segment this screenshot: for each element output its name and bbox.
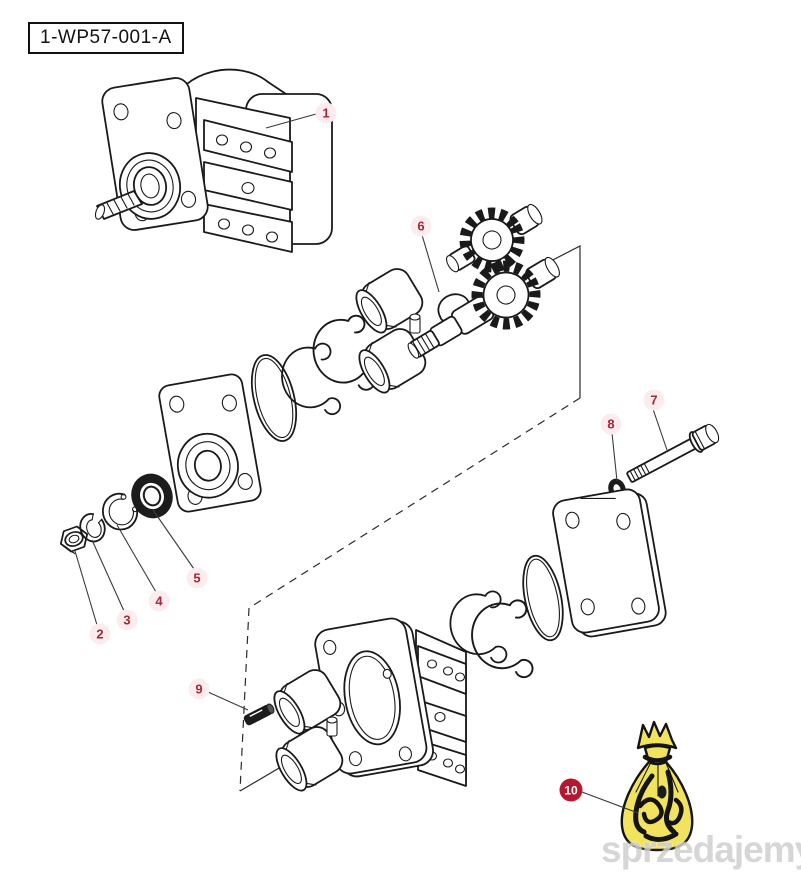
drive-gear-shaft <box>407 256 560 359</box>
callout-2-number: 2 <box>96 627 103 642</box>
o-ring-front <box>250 354 298 442</box>
callout-5-number: 5 <box>193 571 200 586</box>
small-pin <box>409 313 421 334</box>
callout-4-number: 4 <box>155 594 163 609</box>
seal-kit-bag <box>620 720 694 852</box>
callout-10: 10 <box>559 778 583 802</box>
callout-4: 4 <box>148 590 170 612</box>
callout-2: 2 <box>89 623 111 645</box>
o-ring-rear <box>522 554 564 642</box>
watermark-text: sprzedajemy <box>601 829 801 870</box>
callout-8: 8 <box>600 413 622 435</box>
callout-3: 3 <box>116 609 138 631</box>
lock-washer <box>79 513 106 543</box>
pump-housing <box>314 617 467 787</box>
callout-8-number: 8 <box>607 417 614 432</box>
callout-9-number: 9 <box>195 682 202 697</box>
idler-gear <box>445 203 543 273</box>
hex-nut <box>59 525 89 555</box>
callout-1: 1 <box>315 102 337 124</box>
callout-9: 9 <box>188 678 210 700</box>
cover-bolt <box>626 423 720 483</box>
dowel-pin <box>243 703 275 726</box>
callout-7-number: 7 <box>650 393 657 408</box>
callout-5: 5 <box>186 567 208 589</box>
retaining-wire-ring <box>466 598 537 685</box>
small-pin <box>326 716 338 737</box>
part-number-label: 1-WP57-001-A <box>28 22 184 54</box>
front-flange-plate <box>158 373 262 513</box>
bearing-bushing <box>351 322 432 400</box>
watermark: sprzedajemy.pl <box>601 829 801 871</box>
pump-assembly <box>94 68 333 253</box>
callout-6: 6 <box>410 215 432 237</box>
callout-leaders <box>74 113 668 814</box>
callout-10-number: 10 <box>564 784 578 798</box>
callout-7: 7 <box>643 389 665 411</box>
callout-1-number: 1 <box>322 106 329 121</box>
callout-6-number: 6 <box>417 219 424 234</box>
callout-3-number: 3 <box>123 613 130 628</box>
rear-cover-plate <box>552 488 667 638</box>
shaft-seal <box>131 473 173 519</box>
